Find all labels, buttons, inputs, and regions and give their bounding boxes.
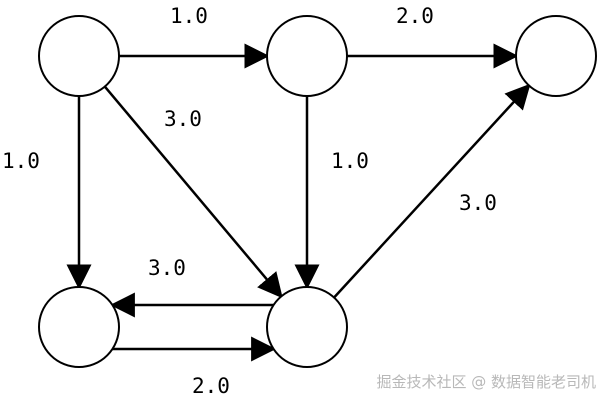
node-c xyxy=(515,15,597,97)
edge-label-a-to-e: 3.0 xyxy=(164,107,202,131)
edge-label-e-to-c: 3.0 xyxy=(459,191,497,215)
nodes-layer xyxy=(38,15,597,368)
edge-label-e-to-d: 2.0 xyxy=(192,374,230,398)
edge-a-to-e xyxy=(103,85,283,299)
edge-label-a-to-d: 1.0 xyxy=(2,149,40,173)
node-e xyxy=(266,286,348,368)
edge-label-a-to-b: 1.0 xyxy=(170,4,208,28)
edge-labels-layer: 1.0 2.0 1.0 3.0 1.0 3.0 2.0 3.0 xyxy=(2,4,497,398)
edge-label-b-to-e: 1.0 xyxy=(331,149,369,173)
node-a xyxy=(38,15,120,97)
edge-e-to-c xyxy=(333,83,531,299)
edge-label-b-to-c: 2.0 xyxy=(396,4,434,28)
watermark: 掘金技术社区 @ 数据智能老司机 xyxy=(376,373,596,391)
edge-label-d-to-e: 3.0 xyxy=(148,256,186,280)
node-d xyxy=(38,286,120,368)
node-b xyxy=(266,15,348,97)
edges-layer xyxy=(66,43,531,362)
